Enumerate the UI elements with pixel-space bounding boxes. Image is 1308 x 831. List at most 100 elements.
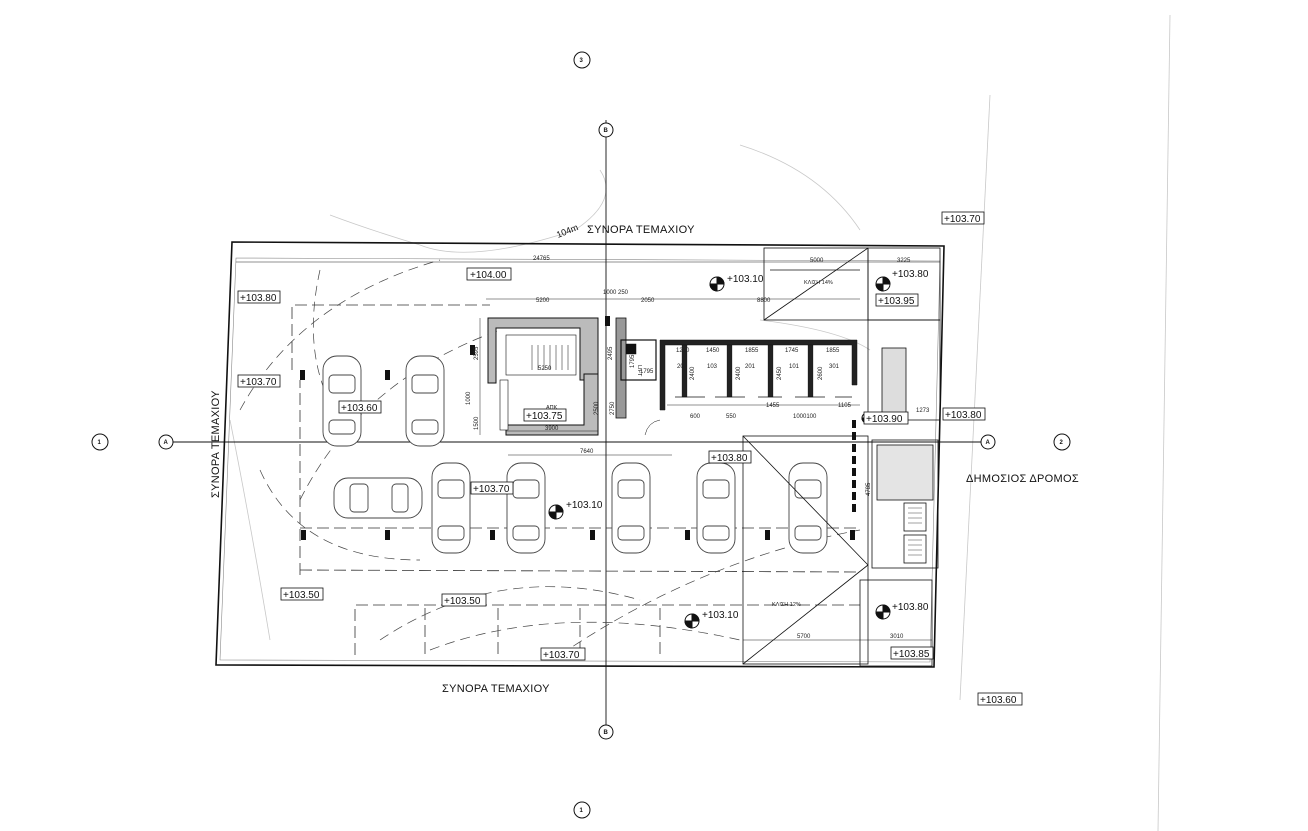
marker-right-a-label: A bbox=[986, 440, 991, 446]
elev-label-17: +103.10 bbox=[702, 610, 739, 621]
boundary-top-label: ΣΥΝΟΡΑ ΤΕΜΑΧΙΟΥ bbox=[587, 224, 695, 236]
car-2 bbox=[405, 355, 445, 447]
room-101: 101 bbox=[789, 364, 800, 370]
dim-1795b: 1795 bbox=[640, 369, 654, 375]
elev-label-15: +103.50 bbox=[283, 590, 320, 601]
car-4 bbox=[431, 462, 471, 554]
car-6 bbox=[611, 462, 651, 554]
dim-1000-side: 1000 bbox=[466, 391, 472, 405]
dim-5700: 5700 bbox=[797, 634, 811, 640]
elevation-boxes bbox=[237, 211, 1023, 706]
dim-2595: 2595 bbox=[474, 346, 480, 360]
terrain-lines bbox=[229, 14, 1171, 831]
dim-1250: 1250 bbox=[676, 348, 690, 354]
dim-5000: 5000 bbox=[810, 258, 824, 264]
room-103: 103 bbox=[707, 364, 718, 370]
dim-3010: 3010 bbox=[890, 634, 904, 640]
elev-label-18: +103.80 bbox=[892, 602, 929, 613]
car-8 bbox=[788, 462, 828, 554]
dim-1000: 1000 bbox=[603, 290, 617, 296]
marker-left-a-label: A bbox=[164, 440, 169, 446]
elev-label-5: +103.95 bbox=[878, 296, 915, 307]
elev-label-8: +103.60 bbox=[341, 403, 378, 414]
level-targets bbox=[548, 276, 891, 629]
dim-1450: 1450 bbox=[706, 348, 720, 354]
elev-label-19: +103.70 bbox=[543, 650, 580, 661]
elev-label-7: +103.70 bbox=[240, 377, 277, 388]
dim-600: 600 bbox=[690, 414, 701, 420]
dim-1855b: 1855 bbox=[826, 348, 840, 354]
elev-label-12: +103.80 bbox=[711, 453, 748, 464]
marker-bottom-b-label: B bbox=[604, 730, 609, 736]
turning-arcs bbox=[239, 259, 861, 656]
ramp-top-label: ΚΛΙΣΗ 14% bbox=[804, 280, 833, 286]
dim-4785: 4785 bbox=[866, 482, 872, 496]
gate-dashes bbox=[852, 420, 856, 512]
dim-2500: 2500 bbox=[594, 401, 600, 415]
elev-label-14: +103.10 bbox=[566, 500, 603, 511]
dim-1795a: 1795 bbox=[630, 354, 636, 368]
room-201: 201 bbox=[745, 364, 756, 370]
dim-5250: 5250 bbox=[538, 366, 552, 372]
dim-1745: 1745 bbox=[785, 348, 799, 354]
cars bbox=[322, 355, 828, 554]
car-7 bbox=[696, 462, 736, 554]
section-axes bbox=[160, 120, 990, 735]
lift-label: LIFT bbox=[636, 365, 642, 377]
dim-overall: 24765 bbox=[533, 256, 550, 262]
marker-top-label: 3 bbox=[580, 58, 584, 64]
dim-3900: 3900 bbox=[545, 426, 559, 432]
dim-2600: 2600 bbox=[818, 366, 824, 380]
contour-label: 104m bbox=[555, 222, 580, 240]
dim-1000100: 1000100 bbox=[793, 414, 817, 420]
dim-1500: 1500 bbox=[474, 416, 480, 430]
room-203: 203 bbox=[677, 364, 688, 370]
dim-250: 250 bbox=[618, 290, 629, 296]
section-markers bbox=[91, 51, 1071, 819]
ramp-bottom-label: ΚΛΙΣΗ 12% bbox=[772, 602, 801, 608]
dim-2050: 2050 bbox=[641, 298, 655, 304]
dim-2495: 2495 bbox=[608, 346, 614, 360]
marker-top-b-label: B bbox=[604, 128, 609, 134]
dim-2450: 2450 bbox=[777, 366, 783, 380]
dim-8800: 8800 bbox=[757, 298, 771, 304]
plot-boundary-inner bbox=[219, 257, 941, 663]
stair-core bbox=[487, 317, 661, 436]
entrance-block bbox=[859, 247, 941, 667]
elev-label-9: +103.75 bbox=[526, 411, 563, 422]
dimension-lines bbox=[236, 261, 940, 641]
dim-3225: 3225 bbox=[897, 258, 911, 264]
columns bbox=[300, 316, 855, 540]
dim-5200: 5200 bbox=[536, 298, 550, 304]
elev-label-20: +103.85 bbox=[893, 649, 930, 660]
elev-label-1: +103.70 bbox=[944, 214, 981, 225]
room-301: 301 bbox=[829, 364, 840, 370]
marker-left-1-label: 1 bbox=[98, 440, 102, 446]
storage-block bbox=[615, 317, 858, 419]
marker-bottom-1-label: 1 bbox=[580, 808, 584, 814]
dim-1455: 1455 bbox=[766, 403, 780, 409]
dim-2400a: 2400 bbox=[690, 366, 696, 380]
ramp-bottom bbox=[742, 435, 869, 665]
dim-1105: 1105 bbox=[838, 403, 852, 409]
dim-2400b: 2400 bbox=[736, 366, 742, 380]
boundary-left-label: ΣΥΝΟΡΑ ΤΕΜΑΧΙΟΥ bbox=[210, 390, 222, 498]
public-road-label: ΔΗΜΟΣΙΟΣ ΔΡΟΜΟΣ bbox=[966, 473, 1079, 485]
elev-label-4: +103.80 bbox=[892, 269, 929, 280]
dim-1855a: 1855 bbox=[745, 348, 759, 354]
elev-label-6: +103.80 bbox=[240, 293, 277, 304]
elev-label-13: +103.70 bbox=[473, 484, 510, 495]
parking-outline bbox=[291, 304, 861, 655]
dim-2750: 2750 bbox=[610, 401, 616, 415]
dim-550: 550 bbox=[726, 414, 737, 420]
elev-label-10: +103.80 bbox=[945, 410, 982, 421]
car-3 bbox=[333, 477, 423, 519]
stair-room-label: ΑΠΚ bbox=[546, 405, 558, 411]
boundary-bottom-label: ΣΥΝΟΡΑ ΤΕΜΑΧΙΟΥ bbox=[442, 683, 550, 695]
marker-right-2-label: 2 bbox=[1060, 440, 1064, 446]
elev-label-2: +104.00 bbox=[470, 270, 507, 281]
dim-1273: 1273 bbox=[916, 408, 930, 414]
elev-label-21: +103.60 bbox=[980, 695, 1017, 706]
car-5 bbox=[506, 462, 546, 554]
